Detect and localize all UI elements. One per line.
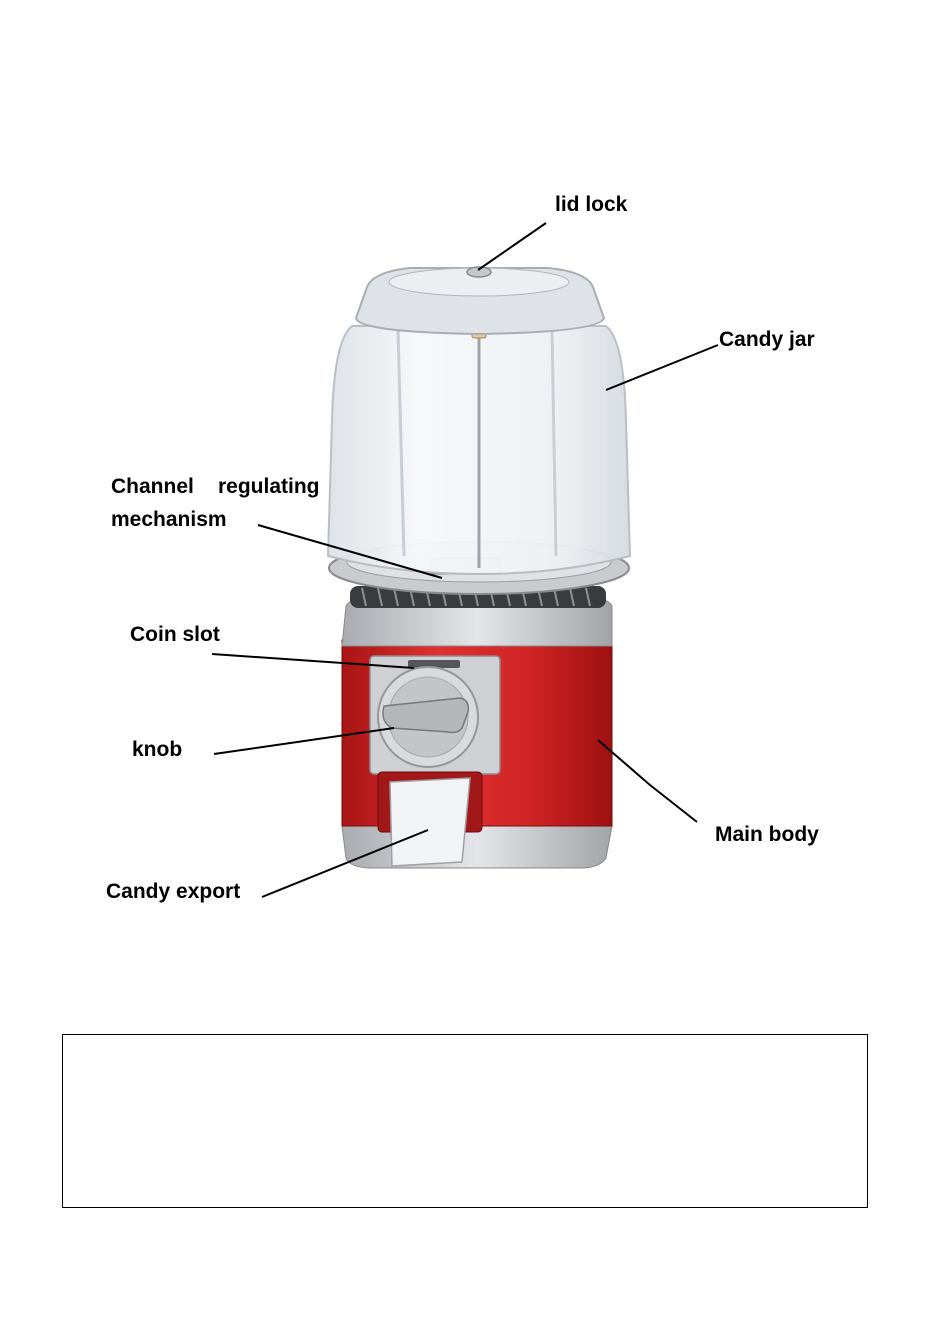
label-main-body: Main body [715, 823, 819, 846]
label-channel-line1: Channel [111, 475, 194, 498]
label-channel-line2: regulating [218, 475, 320, 498]
label-channel-line3: mechanism [111, 508, 227, 531]
label-lid-lock: lid lock [555, 193, 628, 216]
label-candy-export: Candy export [106, 880, 240, 903]
label-candy-jar: Candy jar [719, 328, 815, 351]
label-coin-slot: Coin slot [130, 623, 220, 646]
gumball-machine [328, 267, 630, 868]
empty-notice-box [62, 1034, 868, 1208]
leader-lid-lock [478, 223, 546, 270]
leader-main-body [598, 740, 697, 822]
candy-export-flap [390, 778, 470, 866]
label-knob: knob [132, 738, 182, 761]
